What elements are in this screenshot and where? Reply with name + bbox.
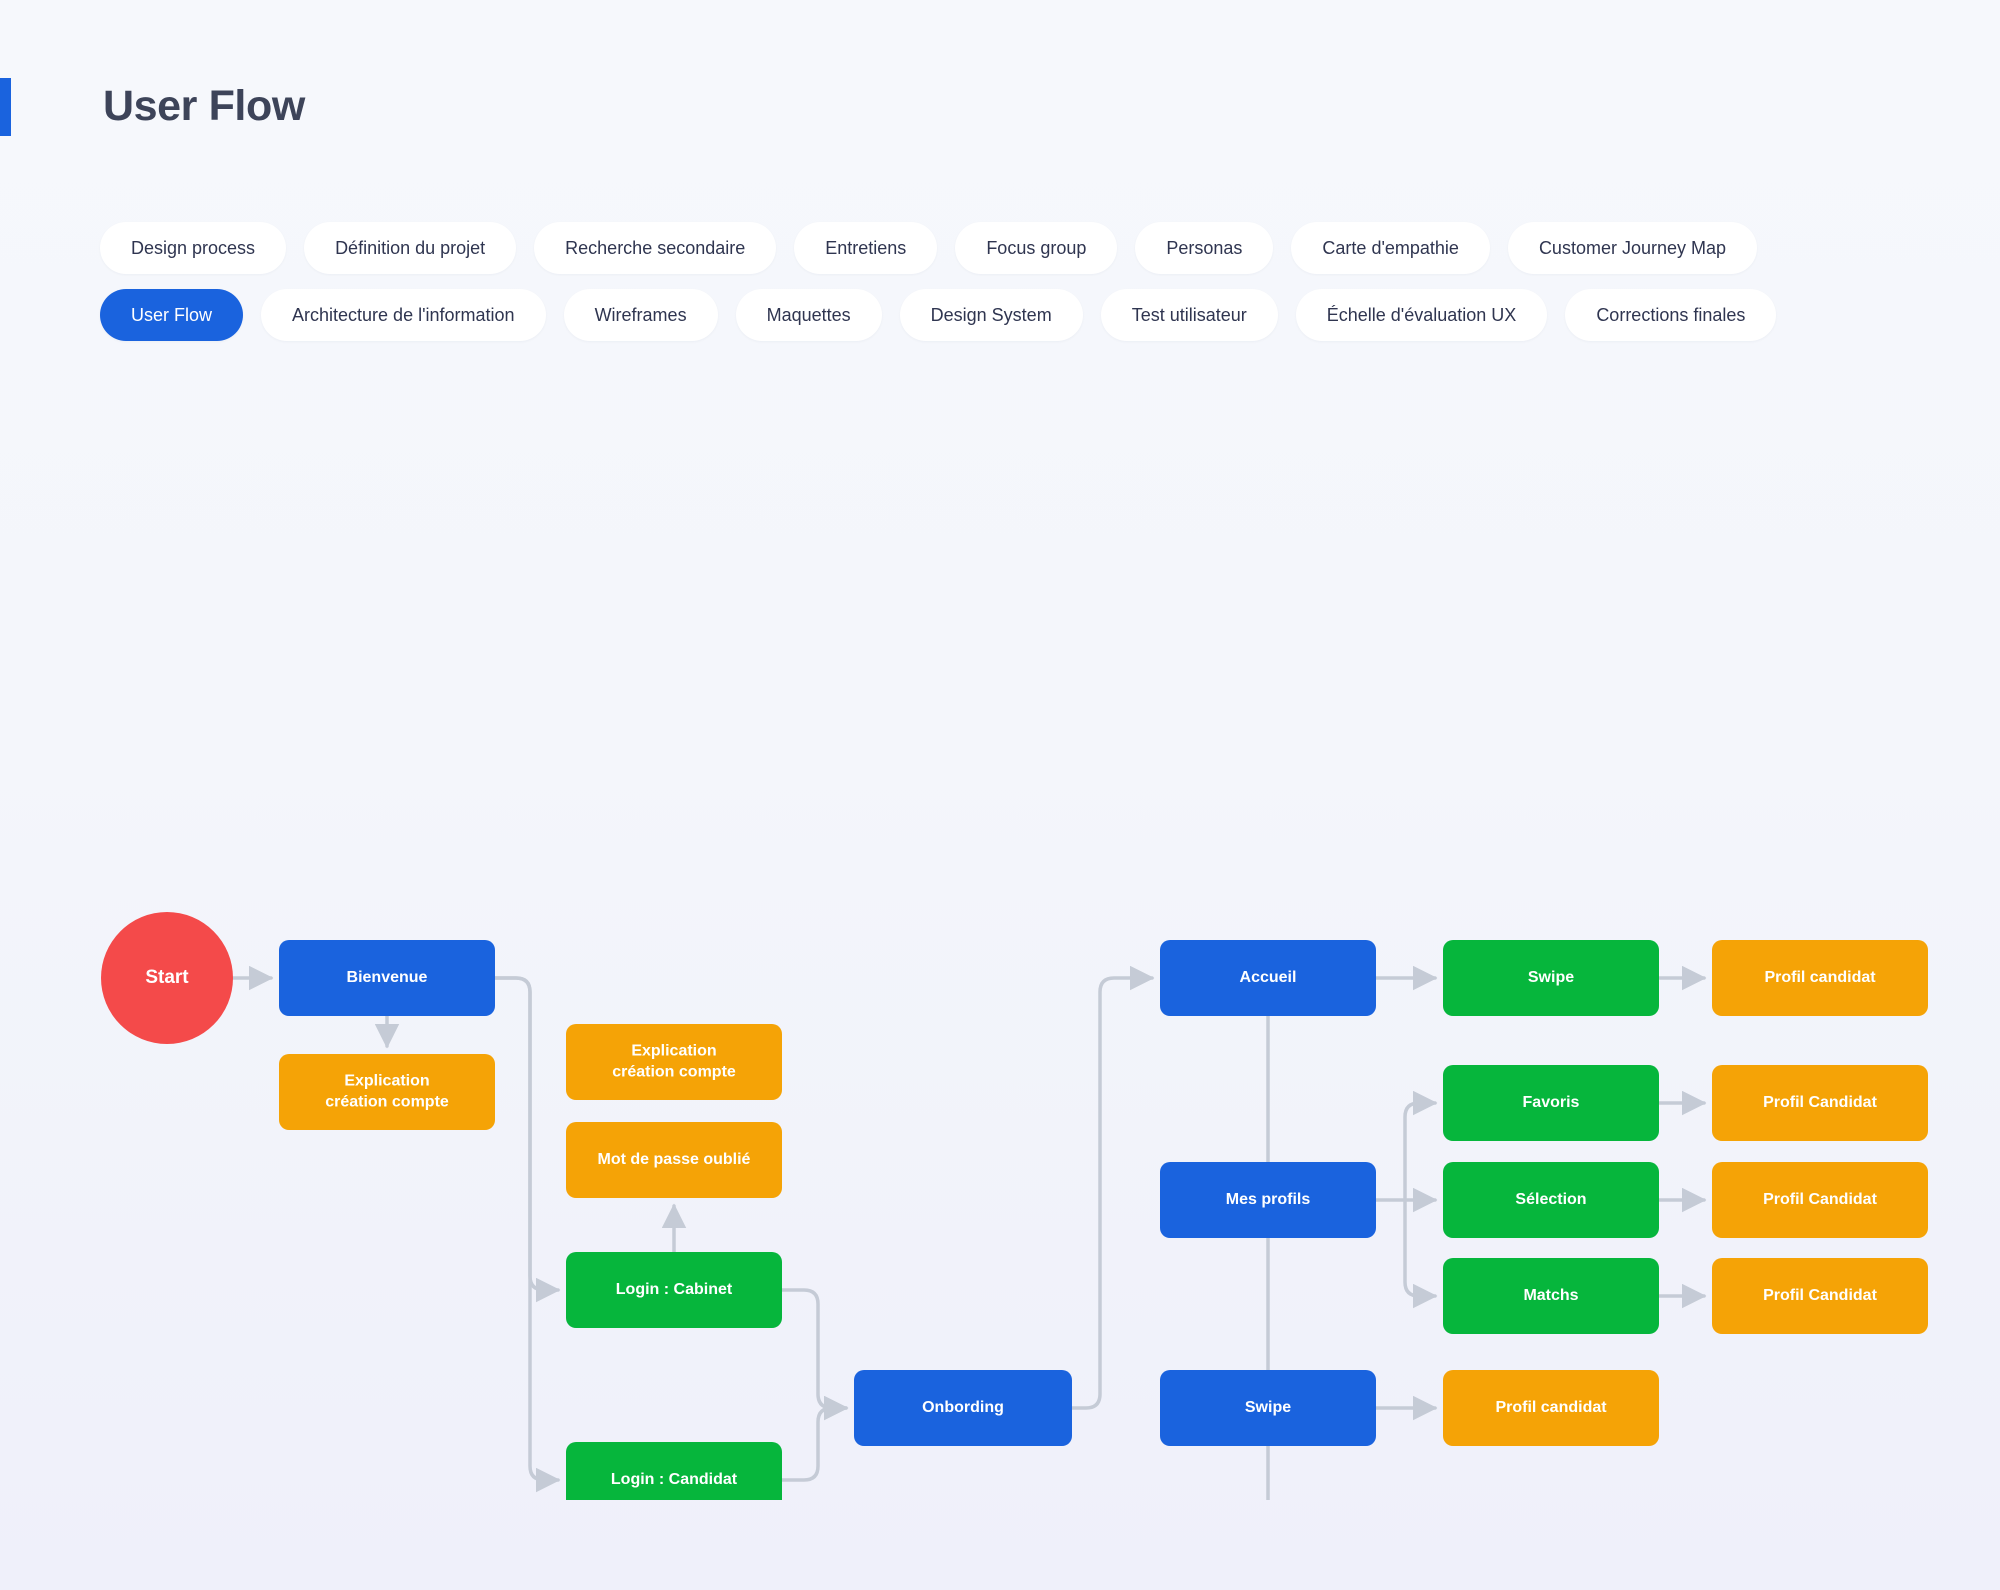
flow-node-profil_top[interactable]: Profil candidat (1712, 940, 1928, 1016)
nav-pill-recherche-secondaire[interactable]: Recherche secondaire (534, 222, 777, 274)
flow-node-mdp1[interactable]: Mot de passe oublié (566, 1122, 782, 1198)
section-nav: Design process Définition du projet Rech… (100, 222, 1900, 356)
nav-pill-entretiens[interactable]: Entretiens (794, 222, 938, 274)
node-shape (1712, 1258, 1928, 1334)
nav-pill-carte-dempathie[interactable]: Carte d'empathie (1291, 222, 1490, 274)
page-title: User Flow (103, 82, 305, 130)
flow-node-start[interactable]: Start (101, 912, 233, 1044)
flow-node-matchs[interactable]: Matchs (1443, 1258, 1659, 1334)
flow-node-mesprofils[interactable]: Mes profils (1160, 1162, 1376, 1238)
flow-node-swipe_top[interactable]: Swipe (1443, 940, 1659, 1016)
connector-onbording-accueil (1070, 965, 1155, 1410)
flow-node-onbording[interactable]: Onbording (854, 1370, 1072, 1446)
connector-mesprofils-matchs (1403, 1198, 1438, 1309)
nav-pill-personas[interactable]: Personas (1135, 222, 1274, 274)
flow-node-selection[interactable]: Sélection (1443, 1162, 1659, 1238)
node-shape (566, 1024, 782, 1100)
nav-pill-customer-journey-map[interactable]: Customer Journey Map (1507, 222, 1758, 274)
flow-node-profil_fav[interactable]: Profil Candidat (1712, 1065, 1928, 1141)
nav-pill-wireframes[interactable]: Wireframes (563, 289, 718, 341)
node-shape (1443, 1065, 1659, 1141)
flow-node-profil_mat[interactable]: Profil Candidat (1712, 1258, 1928, 1334)
flow-node-swipe_mid[interactable]: Swipe (1160, 1370, 1376, 1446)
flow-node-bienvenue[interactable]: Bienvenue (279, 940, 495, 1016)
node-shape (279, 940, 495, 1016)
connector-bienvenue-login-candidat (493, 976, 561, 1493)
connector-layer (231, 965, 1707, 1500)
nav-pill-maquettes[interactable]: Maquettes (735, 289, 882, 341)
nav-pill-definition-du-projet[interactable]: Définition du projet (304, 222, 517, 274)
node-shape (566, 1252, 782, 1328)
node-shape (1712, 1065, 1928, 1141)
flow-node-profil_sel[interactable]: Profil Candidat (1712, 1162, 1928, 1238)
connector-mesprofils-favoris (1403, 1090, 1438, 1202)
node-shape (1712, 1162, 1928, 1238)
nav-pill-corrections-finales[interactable]: Corrections finales (1565, 289, 1777, 341)
node-shape (1443, 1370, 1659, 1446)
nav-pill-architecture-de-linformation[interactable]: Architecture de l'information (261, 289, 546, 341)
node-shape (566, 1122, 782, 1198)
nav-pill-focus-group[interactable]: Focus group (955, 222, 1118, 274)
nav-pill-user-flow[interactable]: User Flow (100, 289, 244, 341)
node-shape (1160, 1370, 1376, 1446)
connector-candidat-onbording (780, 1395, 849, 1482)
connector-cabinet-onbording (780, 1288, 849, 1421)
nav-pill-design-system[interactable]: Design System (899, 289, 1083, 341)
node-shape (1160, 1162, 1376, 1238)
title-accent-bar (0, 78, 11, 136)
node-shape (1712, 940, 1928, 1016)
flow-node-logincab[interactable]: Login : Cabinet (566, 1252, 782, 1328)
flow-node-logincand[interactable]: Login : Candidat (566, 1442, 782, 1500)
nav-row-1: Design process Définition du projet Rech… (100, 222, 1900, 274)
node-shape (1443, 940, 1659, 1016)
flow-node-accueil[interactable]: Accueil (1160, 940, 1376, 1016)
node-shape (101, 912, 233, 1044)
node-shape (1160, 940, 1376, 1016)
node-shape (1443, 1258, 1659, 1334)
nav-pill-echelle-devaluation-ux[interactable]: Échelle d'évaluation UX (1295, 289, 1548, 341)
connector-bienvenue-login-cabinet (493, 976, 561, 1303)
node-shape (1443, 1162, 1659, 1238)
flow-node-favoris[interactable]: Favoris (1443, 1065, 1659, 1141)
nav-row-2: User Flow Architecture de l'information … (100, 289, 1900, 341)
flow-node-profil_swipe[interactable]: Profil candidat (1443, 1370, 1659, 1446)
node-shape (279, 1054, 495, 1130)
nav-pill-design-process[interactable]: Design process (100, 222, 287, 274)
nav-pill-test-utilisateur[interactable]: Test utilisateur (1100, 289, 1278, 341)
node-shape (566, 1442, 782, 1500)
node-shape (854, 1370, 1072, 1446)
